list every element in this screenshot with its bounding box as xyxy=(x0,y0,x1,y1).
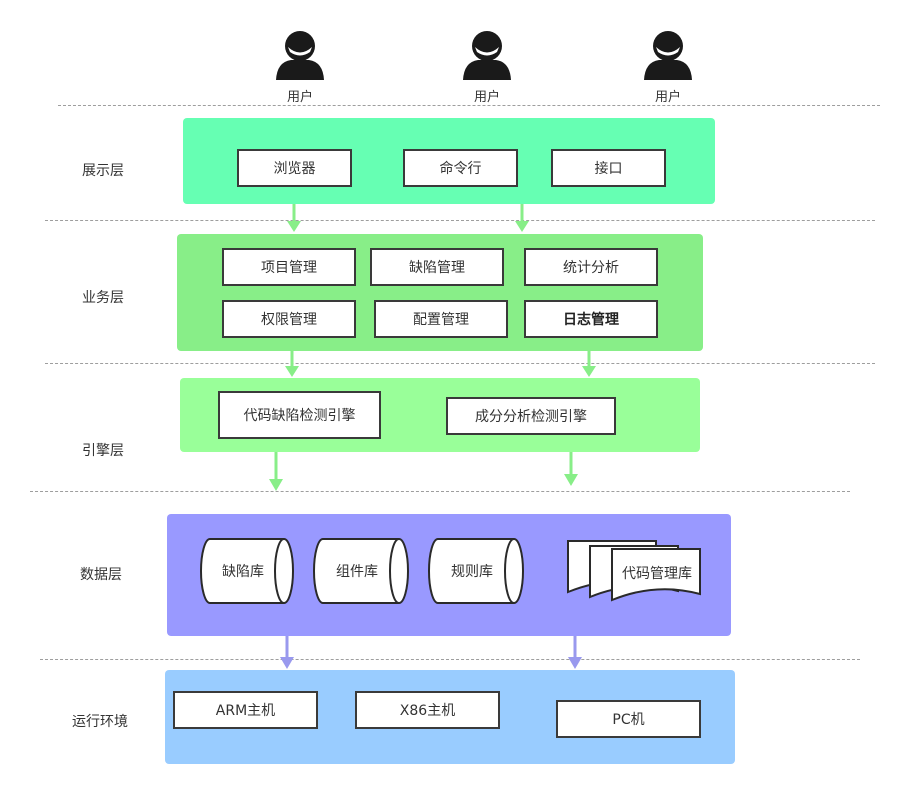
arrow xyxy=(564,452,578,486)
rule-db-cylinder xyxy=(428,538,524,604)
code-repo-document-stack xyxy=(567,540,701,602)
layer-label-runtime: 运行环境 xyxy=(72,714,128,730)
arrow xyxy=(285,351,299,377)
arrow xyxy=(287,204,301,232)
arrow xyxy=(582,351,596,377)
arrow xyxy=(515,204,529,232)
divider-2 xyxy=(45,220,875,221)
component-db-cylinder xyxy=(313,538,409,604)
defect-mgmt-box: 缺陷管理 xyxy=(370,248,504,286)
arrow xyxy=(269,452,283,491)
permission-mgmt-box: 权限管理 xyxy=(222,300,356,338)
config-mgmt-box: 配置管理 xyxy=(374,300,508,338)
user-icon xyxy=(276,31,324,80)
project-mgmt-box: 项目管理 xyxy=(222,248,356,286)
component-db-label: 组件库 xyxy=(336,564,378,580)
user-label: 用户 xyxy=(473,90,500,105)
rule-db-label: 规则库 xyxy=(451,564,493,580)
layer-label-presentation: 展示层 xyxy=(82,163,124,179)
divider-4 xyxy=(30,491,850,492)
layer-label-engine: 引擎层 xyxy=(82,443,124,459)
user-2: 用户 xyxy=(457,28,517,105)
code-repo-label: 代码管理库 xyxy=(622,566,692,582)
user-label: 用户 xyxy=(654,90,681,105)
stats-analysis-box: 统计分析 xyxy=(524,248,658,286)
divider-5 xyxy=(40,659,860,660)
code-defect-engine-box: 代码缺陷检测引擎 xyxy=(218,391,381,439)
defect-db-cylinder xyxy=(200,538,294,604)
api-box: 接口 xyxy=(551,149,666,187)
user-1: 用户 xyxy=(270,28,330,105)
arrow xyxy=(568,636,582,669)
pc-box: PC机 xyxy=(556,700,701,738)
log-mgmt-box: 日志管理 xyxy=(524,300,658,338)
divider-1 xyxy=(58,105,880,106)
user-label: 用户 xyxy=(286,90,313,105)
user-3: 用户 xyxy=(638,28,698,105)
divider-3 xyxy=(45,363,875,364)
browser-box: 浏览器 xyxy=(237,149,352,187)
user-icon xyxy=(644,31,692,80)
arrow xyxy=(280,636,294,669)
layer-label-business: 业务层 xyxy=(82,290,124,306)
user-icon xyxy=(463,31,511,80)
cli-box: 命令行 xyxy=(403,149,518,187)
layer-label-data: 数据层 xyxy=(80,567,122,583)
composition-engine-box: 成分分析检测引擎 xyxy=(446,397,616,435)
defect-db-label: 缺陷库 xyxy=(222,564,264,580)
arm-host-box: ARM主机 xyxy=(173,691,318,729)
x86-host-box: X86主机 xyxy=(355,691,500,729)
